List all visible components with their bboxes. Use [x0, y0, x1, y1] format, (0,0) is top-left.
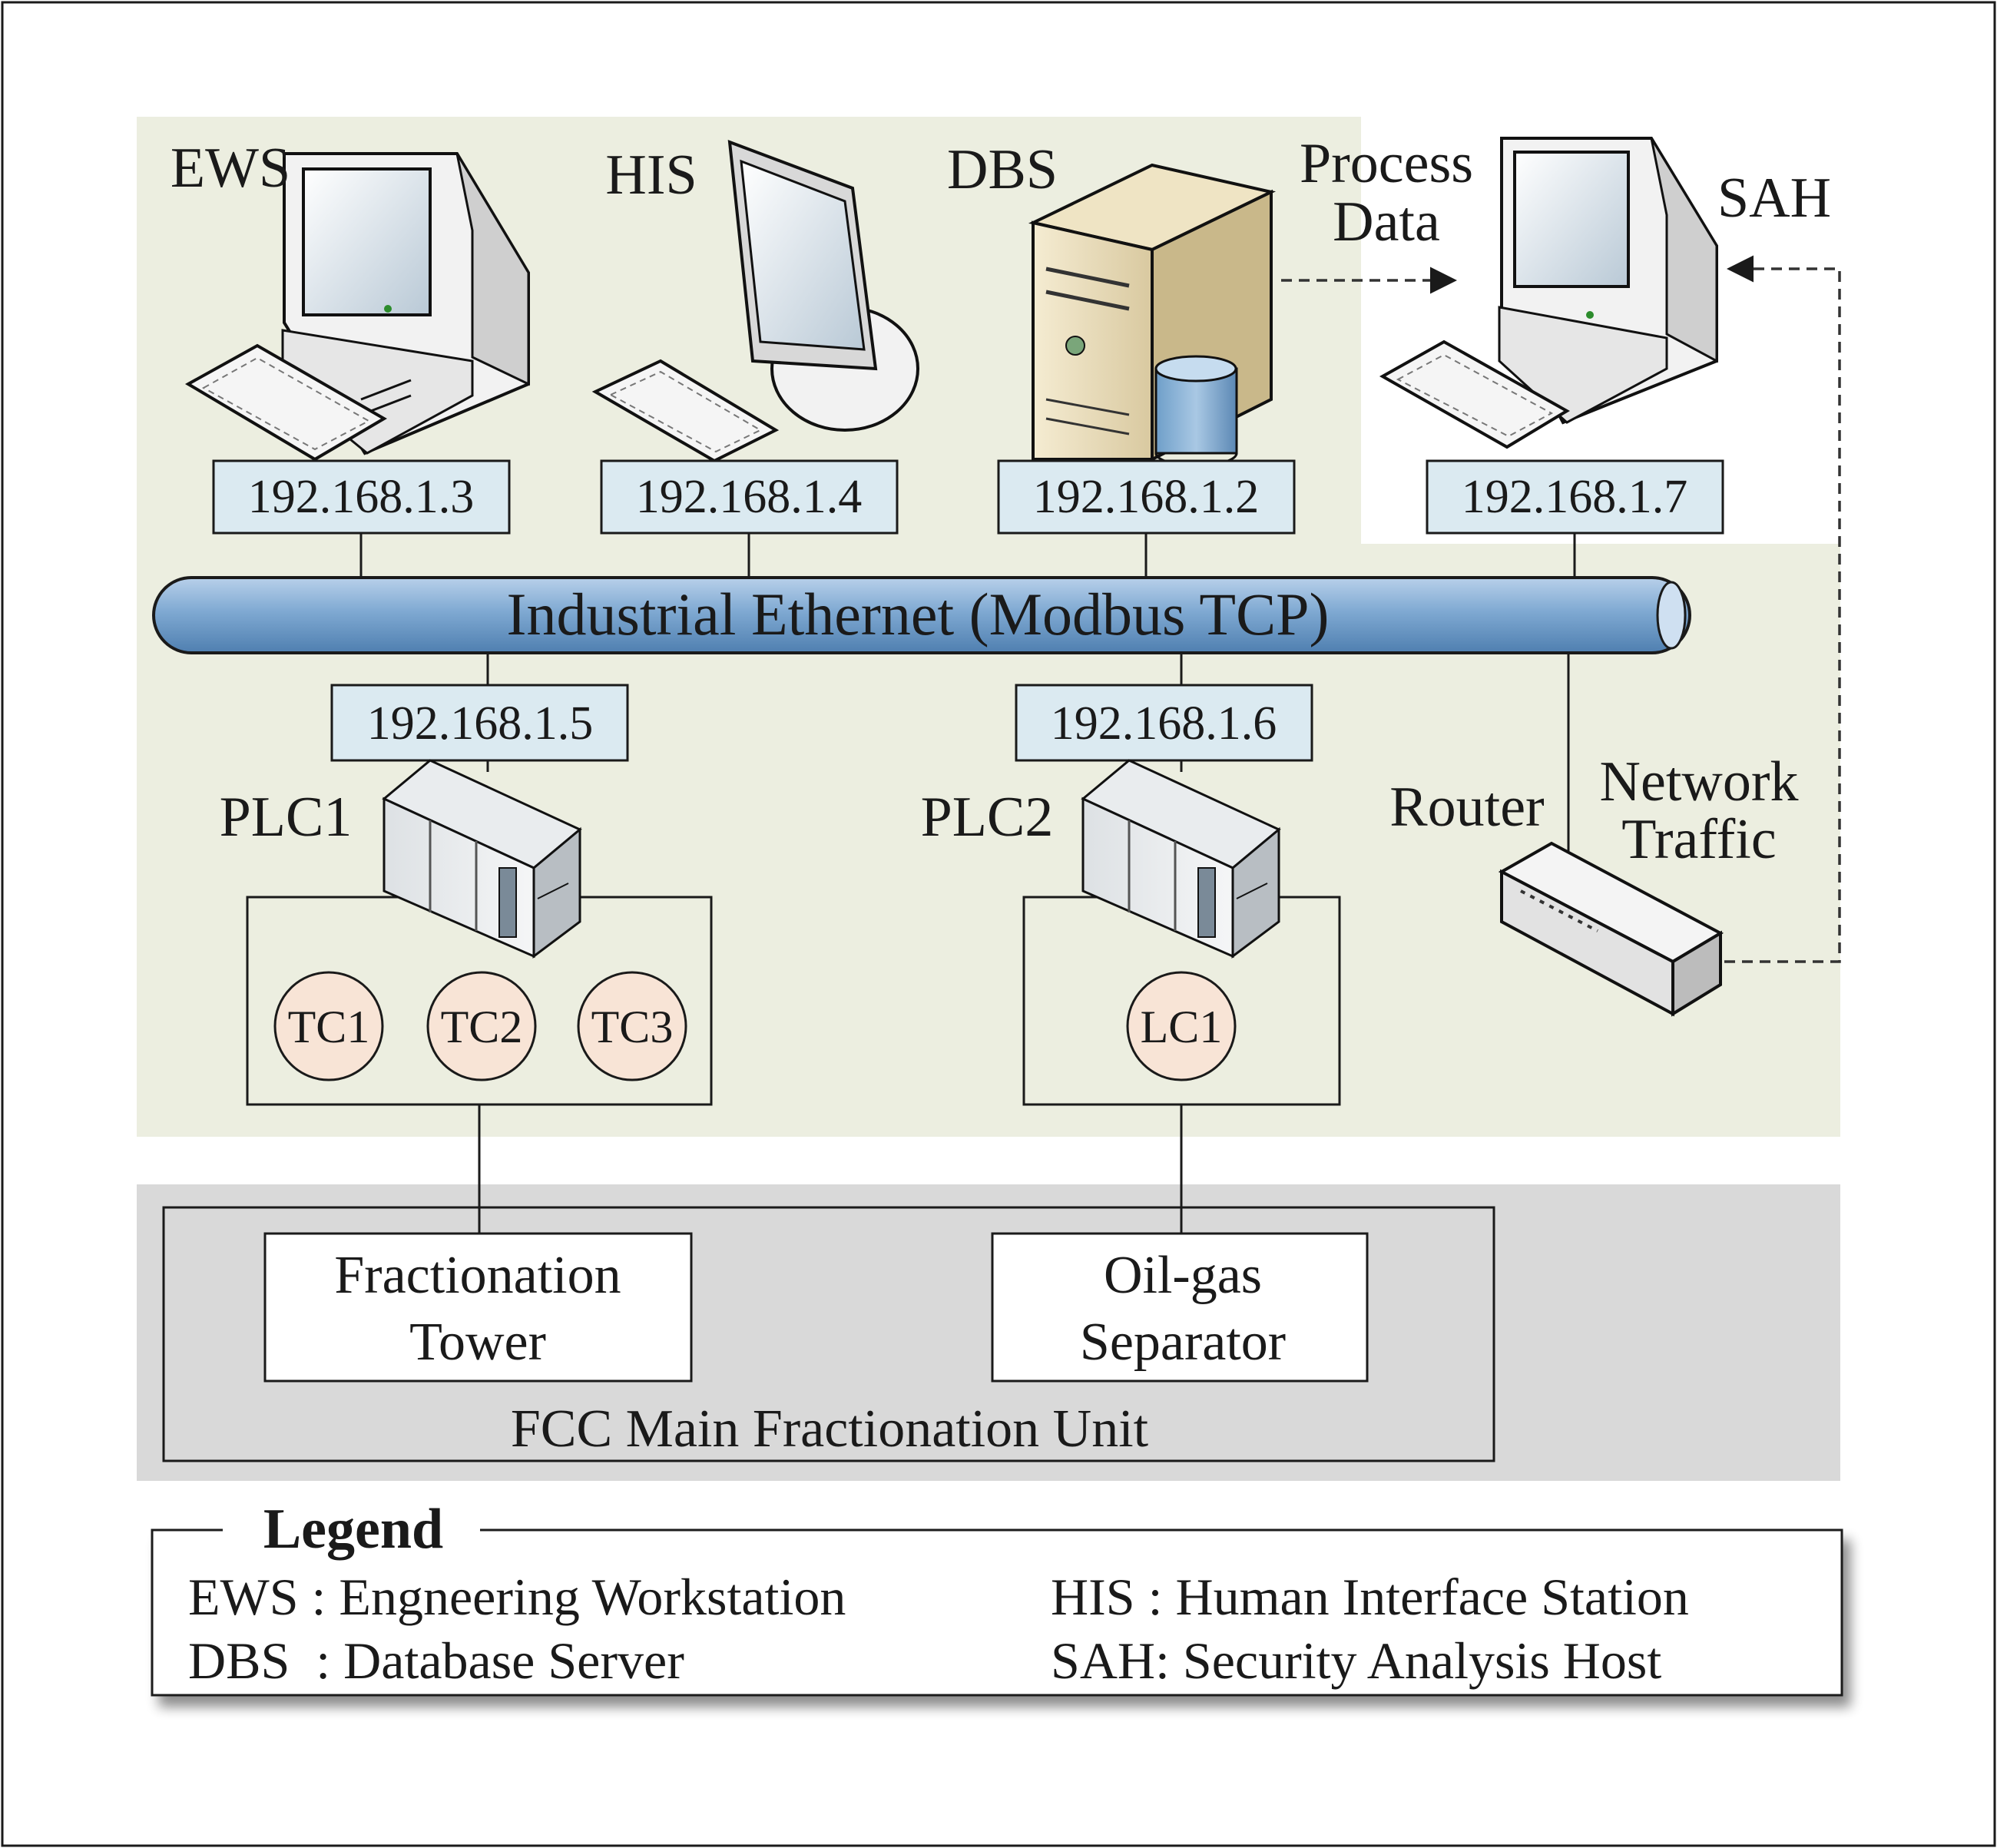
plc1-ip-box: 192.168.1.5 [330, 684, 629, 762]
legend-his: HIS : Human Interface Station [1051, 1568, 1689, 1626]
plc2-device-icon [1081, 759, 1281, 959]
legend-dbs: DBS : Database Server [188, 1631, 684, 1690]
sah-label: SAH [1717, 167, 1831, 230]
network-traffic-label-line2: Traffic [1621, 808, 1776, 871]
controller-tc1: TC1 [273, 971, 384, 1081]
legend-sah: SAH: Security Analysis Host [1051, 1631, 1661, 1690]
legend-title: Legend [263, 1498, 443, 1561]
legend: Legend EWS : Engneering Workstation HIS … [151, 1498, 1843, 1697]
his-monitor-icon [591, 139, 919, 463]
ews-label: EWS [171, 137, 290, 200]
process-data-label-line1: Process [1300, 132, 1473, 195]
network-traffic-flow [1724, 255, 1841, 963]
oil-gas-separator-line1: Oil-gas [1104, 1246, 1262, 1305]
dbs-ip-box: 192.168.1.2 [997, 459, 1296, 535]
oil-gas-separator-line2: Separator [1080, 1313, 1286, 1372]
controller-tc1-label: TC1 [288, 1002, 370, 1052]
dbs-label: DBS [947, 138, 1058, 201]
fractionation-tower-line2: Tower [409, 1313, 546, 1372]
industrial-ethernet-bus: Industrial Ethernet (Modbus TCP) [152, 576, 1691, 654]
dbs-ip: 192.168.1.2 [1033, 471, 1260, 523]
sah-computer-icon [1379, 137, 1718, 449]
controller-tc2-label: TC2 [441, 1002, 523, 1052]
controller-tc2: TC2 [426, 971, 537, 1081]
network-traffic-label-line1: Network [1600, 750, 1799, 813]
plc2-ip-box: 192.168.1.6 [1015, 684, 1313, 762]
plc2-label: PLC2 [921, 786, 1054, 849]
his-ip-box: 192.168.1.4 [600, 459, 899, 535]
fractionation-tower-box: Fractionation Tower [263, 1232, 693, 1383]
plc2-ip: 192.168.1.6 [1051, 697, 1277, 750]
sah-ip-box: 192.168.1.7 [1426, 459, 1724, 535]
controller-tc3-label: TC3 [591, 1002, 674, 1052]
bus-label: Industrial Ethernet (Modbus TCP) [507, 581, 1330, 647]
sah-ip: 192.168.1.7 [1462, 471, 1688, 523]
plc1-device-icon [382, 759, 582, 959]
fractionation-tower-line1: Fractionation [334, 1246, 621, 1305]
process-data-label-line2: Data [1333, 190, 1440, 253]
dbs-server-icon [1028, 163, 1277, 467]
ews-computer-icon [184, 152, 530, 462]
controller-lc1-label: LC1 [1141, 1002, 1223, 1052]
router-label: Router [1389, 776, 1544, 839]
oil-gas-separator-box: Oil-gas Separator [991, 1232, 1369, 1383]
ews-ip-box: 192.168.1.3 [212, 459, 511, 535]
legend-ews: EWS : Engneering Workstation [188, 1568, 846, 1626]
plc1-ip: 192.168.1.5 [367, 697, 594, 750]
his-label: HIS [605, 144, 697, 207]
his-ip: 192.168.1.4 [636, 471, 863, 523]
plc1-label: PLC1 [220, 786, 353, 849]
fcc-unit-box [162, 1206, 1495, 1462]
ews-ip: 192.168.1.3 [248, 471, 475, 523]
controller-lc1: LC1 [1126, 971, 1237, 1081]
fcc-unit-label: FCC Main Fractionation Unit [511, 1399, 1149, 1459]
router-icon [1498, 841, 1724, 1017]
controller-tc3: TC3 [577, 971, 687, 1081]
